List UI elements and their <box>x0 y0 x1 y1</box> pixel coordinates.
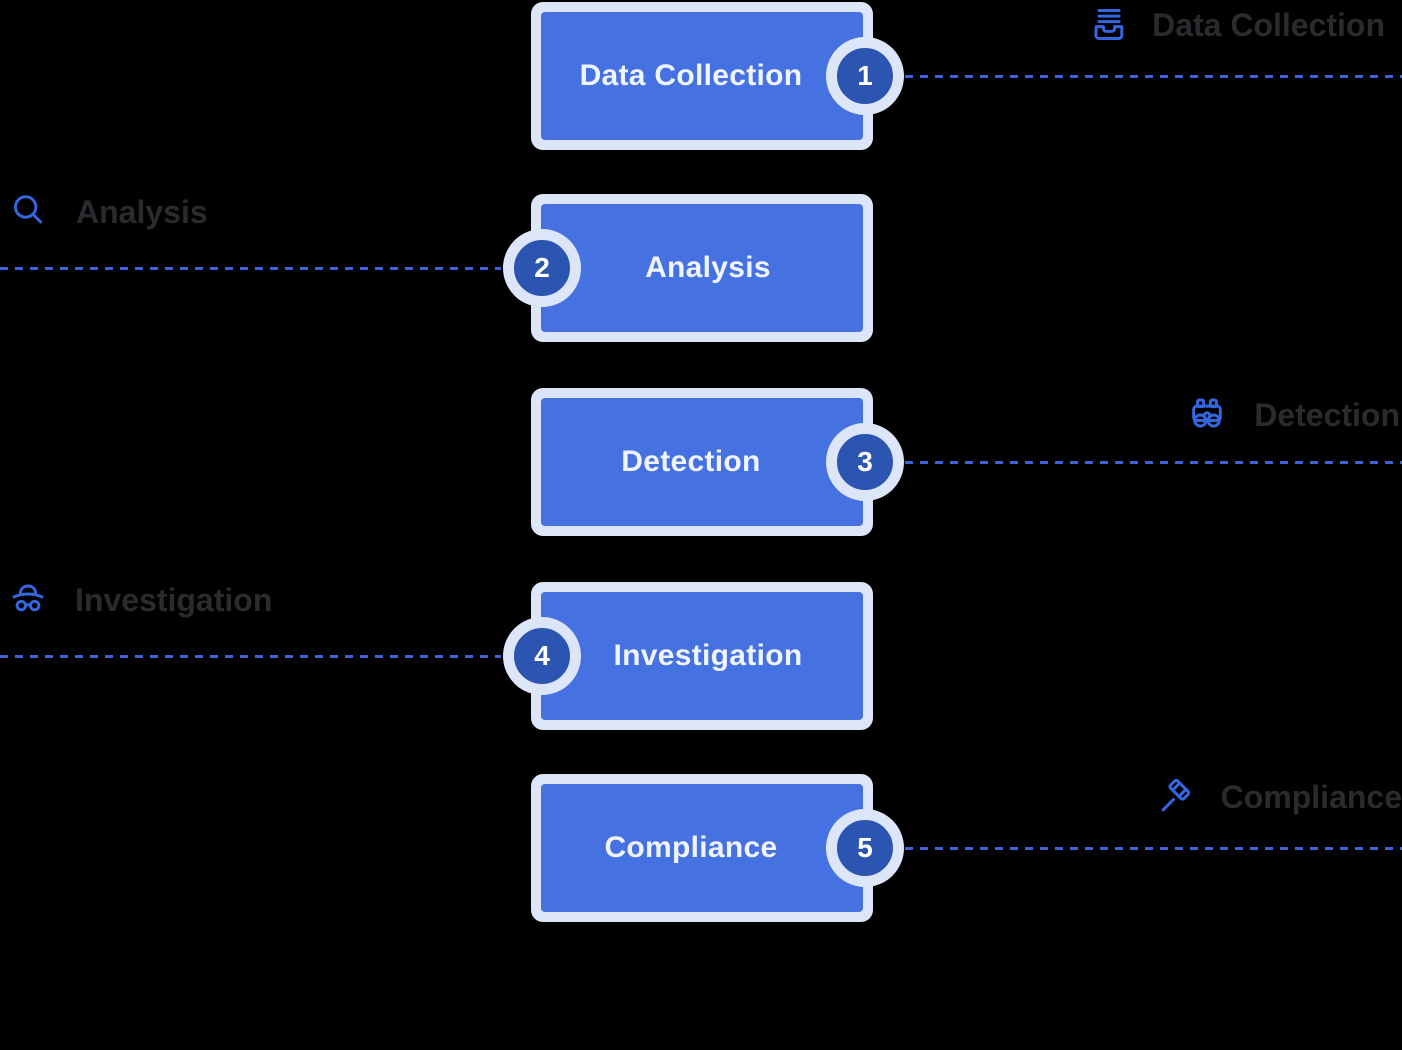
connector-line-step4 <box>0 654 501 658</box>
side-label-text: Detection <box>1254 396 1400 433</box>
step-number-badge-2: 2 <box>503 229 581 307</box>
connector-line-step1 <box>905 74 1402 78</box>
incognito-icon <box>8 580 48 620</box>
side-label-text: Data Collection <box>1152 6 1385 43</box>
step-box-investigation: Investigation <box>531 582 873 730</box>
side-label-detection: Detection <box>1187 395 1400 435</box>
step-number-badge-1: 1 <box>826 37 904 115</box>
side-label-investigation: Investigation <box>8 580 272 620</box>
step-box-title: Data Collection <box>541 12 863 140</box>
connector-line-step2 <box>0 266 501 270</box>
step-number: 3 <box>857 446 873 477</box>
step-box-title: Detection <box>541 398 863 526</box>
side-label-text: Analysis <box>76 193 208 230</box>
step-box-detection: Detection <box>531 388 873 536</box>
step-number-badge-3: 3 <box>826 423 904 501</box>
side-label-data-collection: Data Collection <box>1089 5 1385 45</box>
step-number: 1 <box>857 60 873 91</box>
gavel-icon <box>1156 777 1196 817</box>
side-label-analysis: Analysis <box>9 192 208 232</box>
step-number-badge-5: 5 <box>826 809 904 887</box>
connector-line-step5 <box>905 846 1402 850</box>
connector-line-step3 <box>905 460 1402 464</box>
step-box-analysis: Analysis <box>531 194 873 342</box>
magnifier-icon <box>9 192 49 232</box>
side-label-compliance: Compliance <box>1156 777 1402 817</box>
step-number-badge-4: 4 <box>503 617 581 695</box>
side-label-text: Investigation <box>75 581 273 618</box>
binoculars-icon <box>1187 395 1227 435</box>
step-number: 2 <box>534 252 550 283</box>
step-number: 5 <box>857 832 873 863</box>
side-label-text: Compliance <box>1220 778 1402 815</box>
step-box-title: Investigation <box>541 592 863 720</box>
step-number: 4 <box>534 640 550 671</box>
step-box-data-collection: Data Collection <box>531 2 873 150</box>
step-box-compliance: Compliance <box>531 774 873 922</box>
inbox-tray-icon <box>1089 5 1129 45</box>
step-box-title: Analysis <box>541 204 863 332</box>
step-box-title: Compliance <box>541 784 863 912</box>
